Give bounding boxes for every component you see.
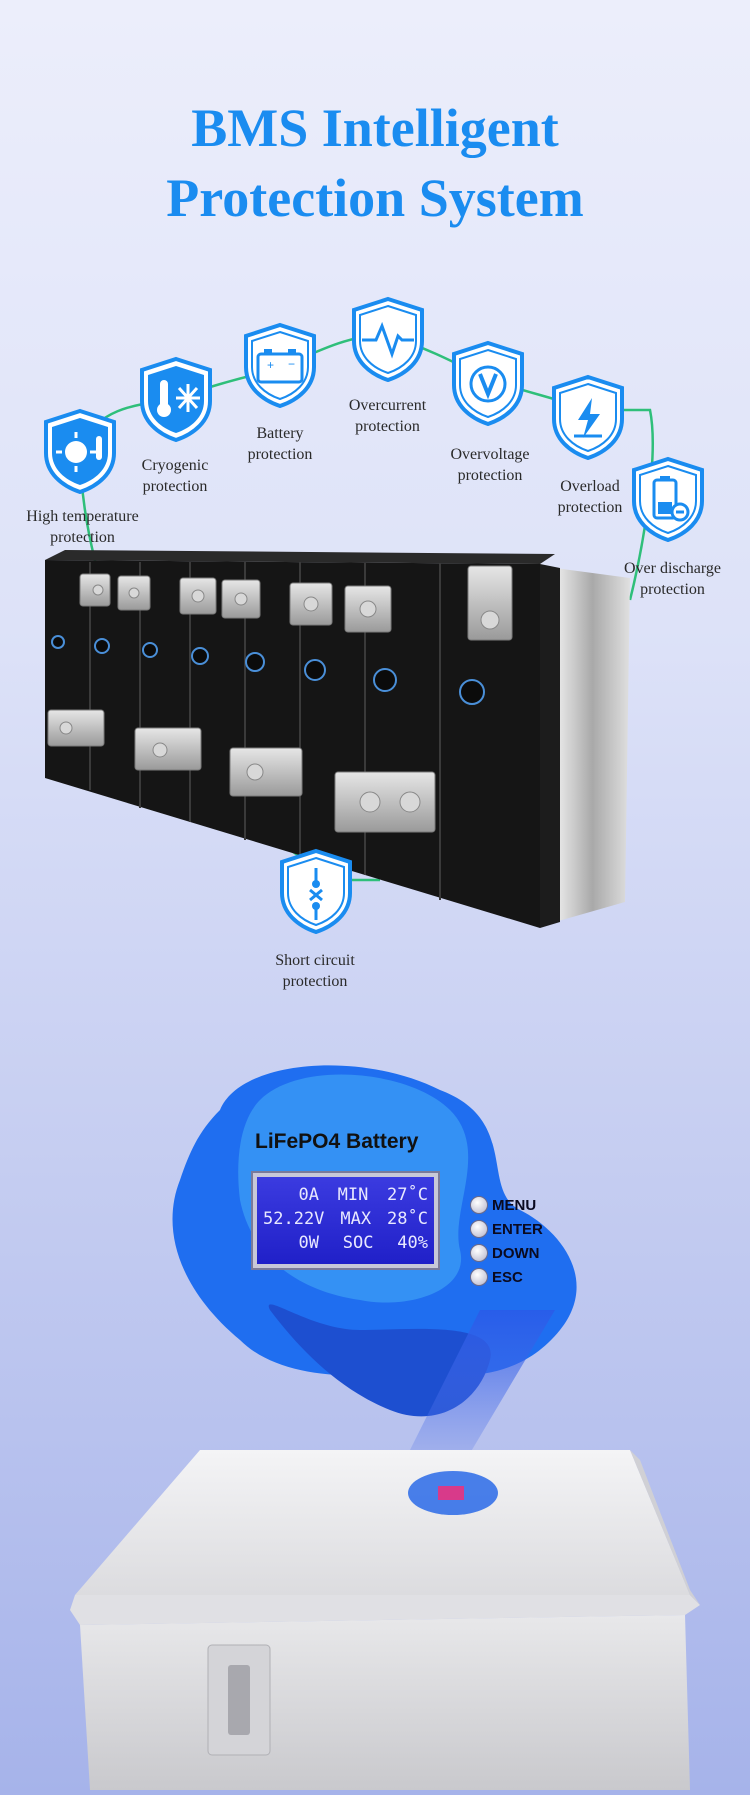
page-title-line-1: BMS Intelligent (191, 98, 559, 158)
lcd-soc-value: 40% (397, 1233, 428, 1253)
down-button-label: DOWN (492, 1244, 540, 1262)
lcd-row-3: 0W SOC 40% (263, 1231, 428, 1255)
lcd-screen: 0A MIN 27˚C 52.22V MAX 28˚C 0W SOC 40% (253, 1173, 438, 1268)
lcd-max-label: MAX (340, 1209, 372, 1229)
svg-text:−: − (288, 357, 295, 371)
enter-button[interactable]: ENTER (470, 1220, 543, 1238)
menu-button[interactable]: MENU (470, 1196, 536, 1214)
enter-button-knob (470, 1220, 488, 1238)
overcurrent-shield-icon (352, 296, 424, 382)
short-circuit-shield-icon (280, 848, 352, 934)
lcd-soc-label: SOC (342, 1233, 374, 1253)
page-title-line-2: Protection System (166, 168, 584, 228)
overvoltage-shield-icon (452, 340, 524, 426)
battery-cabinet-image (70, 1450, 700, 1790)
display-title: LiFePO4 Battery (255, 1130, 419, 1153)
lcd-row-1: 0A MIN 27˚C (263, 1183, 428, 1207)
lcd-power: 0W (298, 1233, 319, 1253)
lcd-max-temp: 28˚C (387, 1209, 428, 1229)
svg-text:+: + (267, 358, 274, 372)
esc-button-knob (470, 1268, 488, 1286)
down-button-knob (470, 1244, 488, 1262)
down-button[interactable]: DOWN (470, 1244, 540, 1262)
feature-label-battery: Battery protection (247, 425, 313, 463)
lcd-voltage: 52.22V (263, 1209, 325, 1229)
feature-label-overvoltage: Overvoltage protection (450, 446, 530, 484)
feature-label-over-discharge: Over discharge protection (624, 560, 721, 598)
menu-button-label: MENU (492, 1196, 537, 1214)
cryogenic-shield-icon (140, 356, 212, 442)
lcd-min-label: MIN (337, 1185, 369, 1205)
feature-label-short-circuit: Short circuit protection (275, 952, 355, 990)
overload-shield-icon (552, 374, 624, 460)
lcd-min-temp: 27˚C (387, 1185, 428, 1205)
enter-button-label: ENTER (492, 1220, 543, 1238)
feature-label-overload: Overload protection (557, 478, 623, 516)
feature-label-high-temperature: High temperature protection (26, 508, 139, 546)
lcd-row-2: 52.22V MAX 28˚C (263, 1207, 428, 1231)
battery-cell-pack-image (45, 550, 630, 928)
over-discharge-shield-icon (632, 456, 704, 542)
battery-shield-icon: + − (244, 322, 316, 408)
lcd-current: 0A (298, 1185, 319, 1205)
esc-button-label: ESC (492, 1268, 523, 1286)
esc-button[interactable]: ESC (470, 1268, 523, 1286)
feature-label-cryogenic: Cryogenic protection (141, 457, 209, 495)
high-temperature-shield-icon (44, 408, 116, 494)
menu-button-knob (470, 1196, 488, 1214)
feature-label-overcurrent: Overcurrent protection (348, 397, 427, 435)
